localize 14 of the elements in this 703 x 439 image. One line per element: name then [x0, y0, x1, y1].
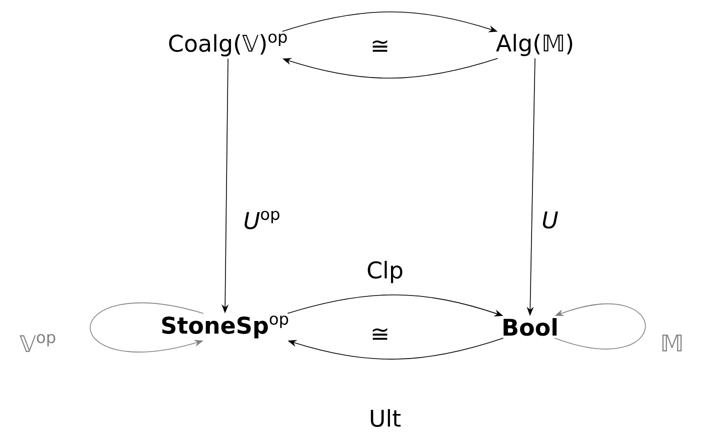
- loop-arrow: [554, 303, 646, 350]
- object-label: Bool: [504, 318, 557, 336]
- loop-arrow: [90, 302, 204, 352]
- edge-label: 𝕍$^{op}$: [20, 334, 56, 352]
- object-label: Alg(𝕄): [496, 34, 572, 56]
- edge-label: 𝕄: [662, 334, 682, 352]
- object-label: StoneSp$^{op}$: [162, 316, 288, 338]
- edge-label: U$^{op}$: [244, 210, 280, 230]
- edge-label: Clp: [368, 260, 402, 284]
- edge-label: U: [542, 211, 558, 229]
- isomorphism-symbol: ≅: [372, 328, 388, 340]
- edge-label: Ult: [370, 409, 401, 427]
- object-label: Coalg(𝕍)$^{op}$: [169, 34, 287, 56]
- isomorphism-symbol: ≅: [372, 40, 388, 52]
